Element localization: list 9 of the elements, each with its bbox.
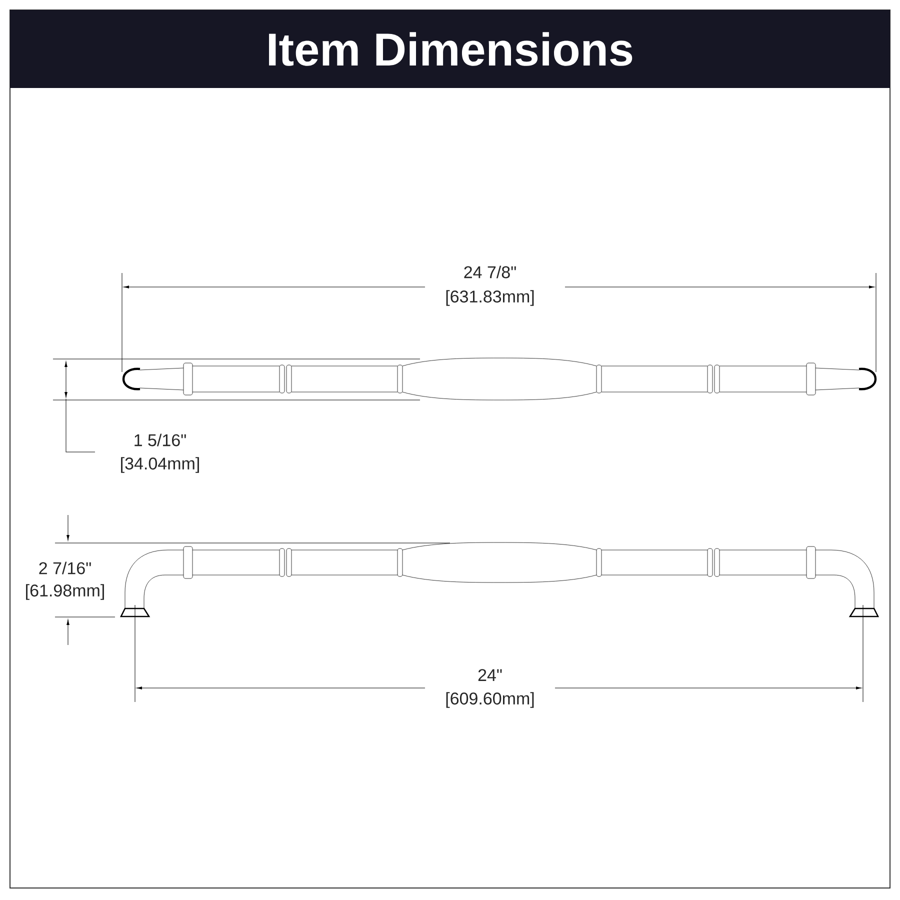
dimension-label: [61.98mm] <box>26 584 104 600</box>
dimension-label: 24 7/8" <box>464 266 516 278</box>
title-bar: Item Dimensions <box>10 10 890 88</box>
dimension-label: 24" <box>478 669 502 681</box>
dimension-label: [34.04mm] <box>121 457 199 473</box>
dimension-label: [631.83mm] <box>446 290 534 306</box>
dimension-label: [609.60mm] <box>446 692 534 708</box>
dimension-label: 2 7/16" <box>39 562 91 574</box>
dimension-label: 1 5/16" <box>134 434 186 446</box>
